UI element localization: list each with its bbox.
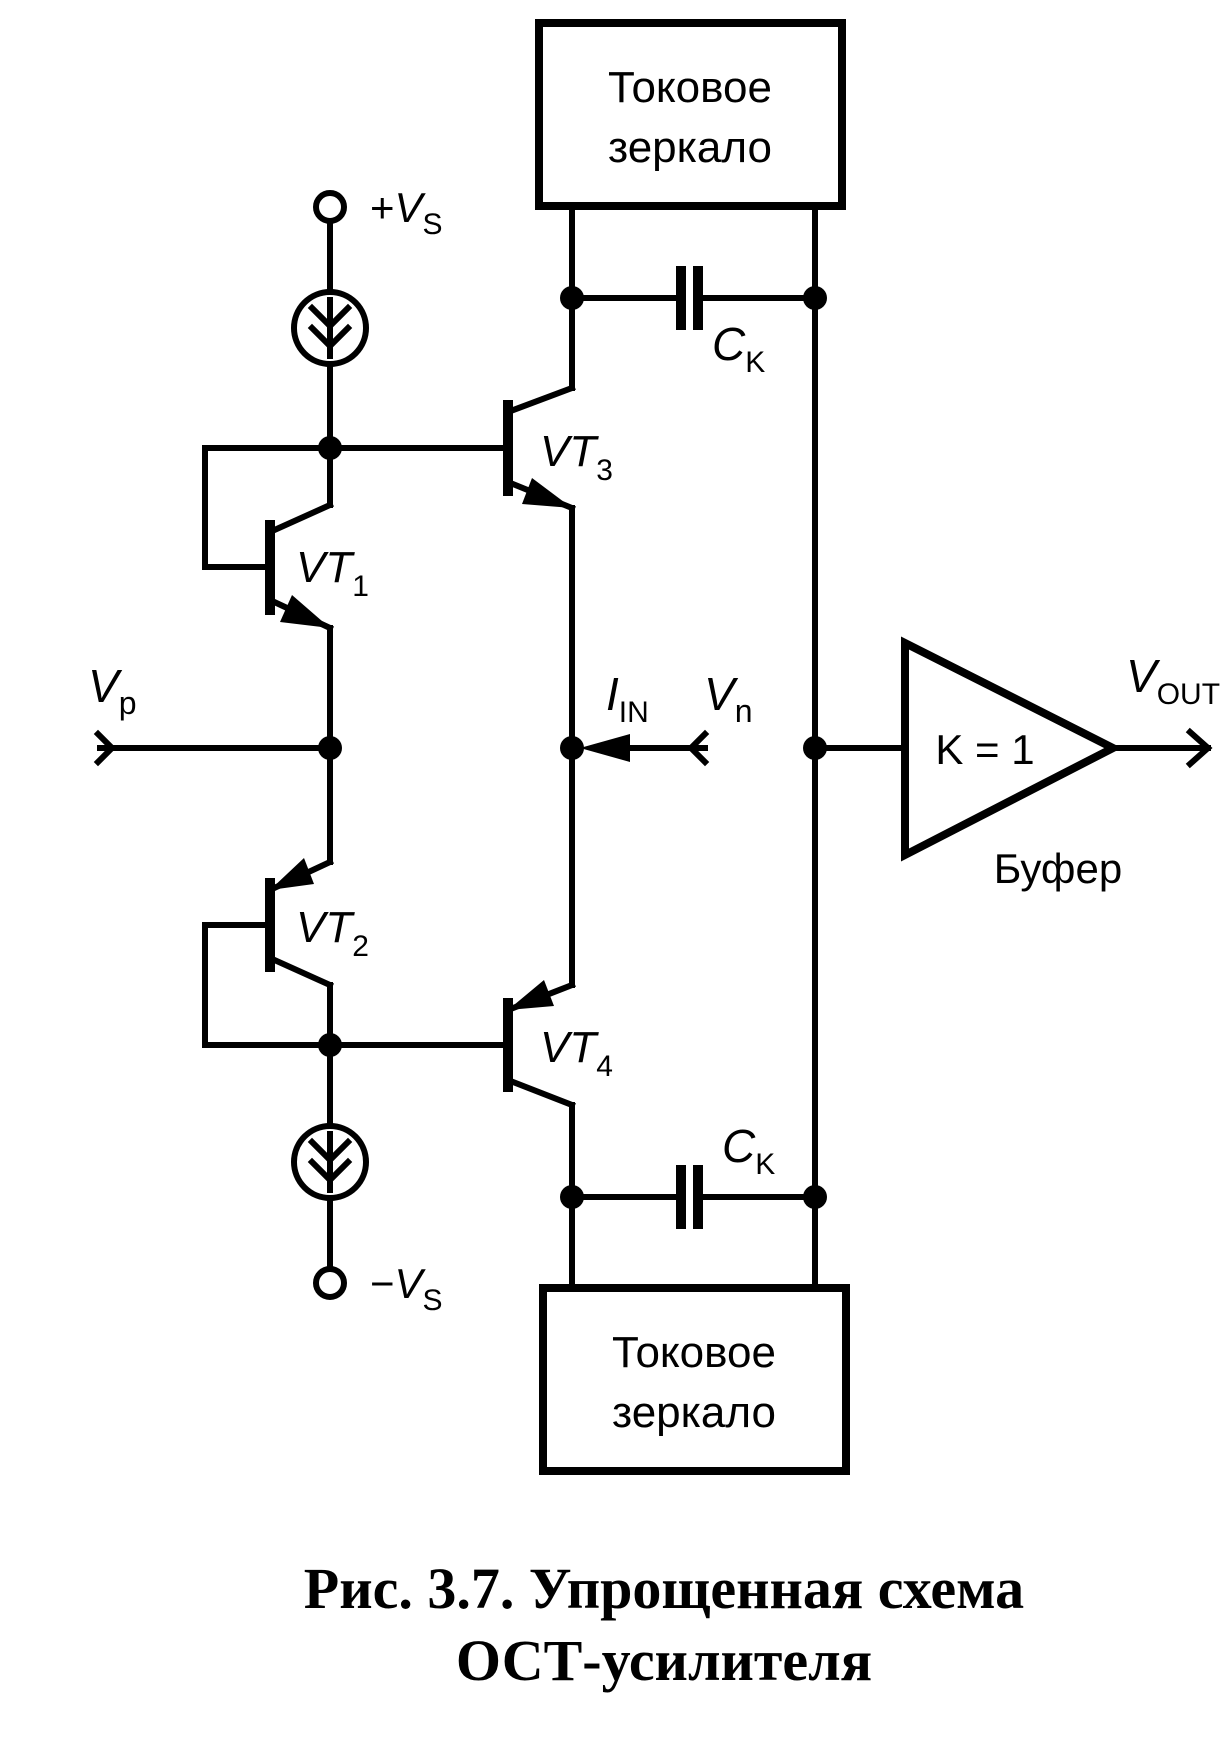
mirror-top-line1: Токовое (608, 63, 772, 112)
label-vs-minus: −VS (370, 1260, 443, 1317)
current-source-top (291, 289, 369, 367)
transistor-vt2 (265, 858, 334, 989)
current-mirror-top: Токовое зеркало (535, 19, 846, 210)
label-vt1: VT1 (296, 543, 369, 603)
vs-minus-terminal (313, 1266, 347, 1300)
label-vt4: VT4 (540, 1023, 613, 1083)
figure-caption-line2: ОСТ-усилителя (456, 1628, 872, 1693)
current-source-bottom (291, 1123, 369, 1201)
mirror-top-line2: зеркало (608, 123, 772, 172)
current-mirror-bottom: Токовое зеркало (539, 1284, 850, 1475)
label-iin: IIN (606, 668, 649, 729)
buffer-label: Буфер (994, 845, 1122, 892)
vs-plus-terminal (313, 190, 347, 224)
figure-caption-line1: Рис. 3.7. Упрощенная схема (304, 1556, 1024, 1621)
transistor-vt4 (503, 980, 576, 1109)
label-ck-bottom: CK (722, 1120, 775, 1181)
junction-dots (318, 286, 827, 1209)
label-vt2: VT2 (296, 903, 369, 963)
transistor-vt1 (265, 501, 334, 632)
label-vout: VOUT (1126, 650, 1220, 711)
transistor-vt3 (503, 384, 576, 512)
buffer-amplifier: K = 1 Буфер (901, 636, 1122, 892)
label-vs-plus: +VS (370, 184, 443, 241)
label-vn: Vn (704, 668, 752, 729)
label-vt3: VT3 (540, 427, 613, 487)
label-ck-top: CK (712, 318, 765, 379)
mirror-bottom-line1: Токовое (612, 1328, 776, 1377)
mirror-bottom-line2: зеркало (612, 1388, 776, 1437)
buffer-gain: K = 1 (935, 726, 1034, 773)
label-vp: Vp (88, 660, 136, 721)
